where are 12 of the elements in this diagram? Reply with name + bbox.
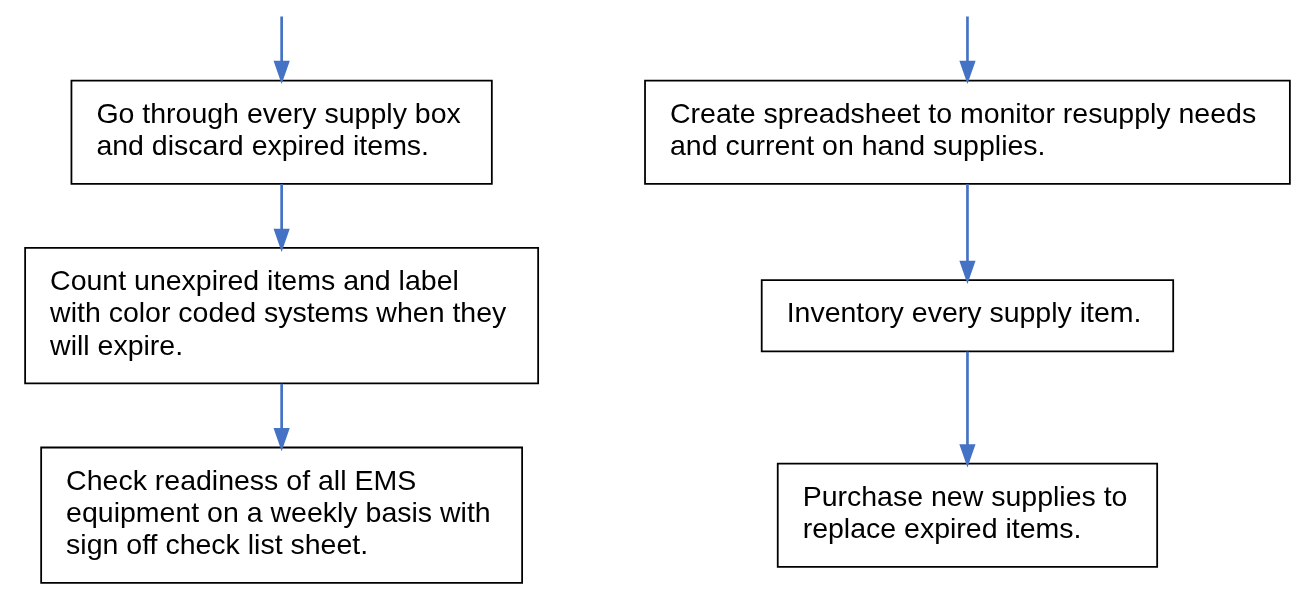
arrow xyxy=(273,383,290,452)
node-box: Create spreadsheet to monitor resupply needs and current on hand supplies. xyxy=(644,79,1291,185)
node-box: Count unexpired items and label with color coded systems when they will expire. xyxy=(24,247,540,385)
arrow xyxy=(959,184,976,284)
arrow xyxy=(273,16,290,85)
arrow xyxy=(959,16,976,85)
node-box: Check readiness of all EMS equipment on a weekly basis with sign off check list sheet. xyxy=(40,446,523,584)
node-box: Inventory every supply item. xyxy=(760,279,1175,353)
arrow xyxy=(273,184,290,252)
node-box: Purchase new supplies to replace expired items. xyxy=(776,462,1159,568)
arrow xyxy=(959,351,976,468)
node-box: Go through every supply box and discard expired items. xyxy=(70,79,493,185)
